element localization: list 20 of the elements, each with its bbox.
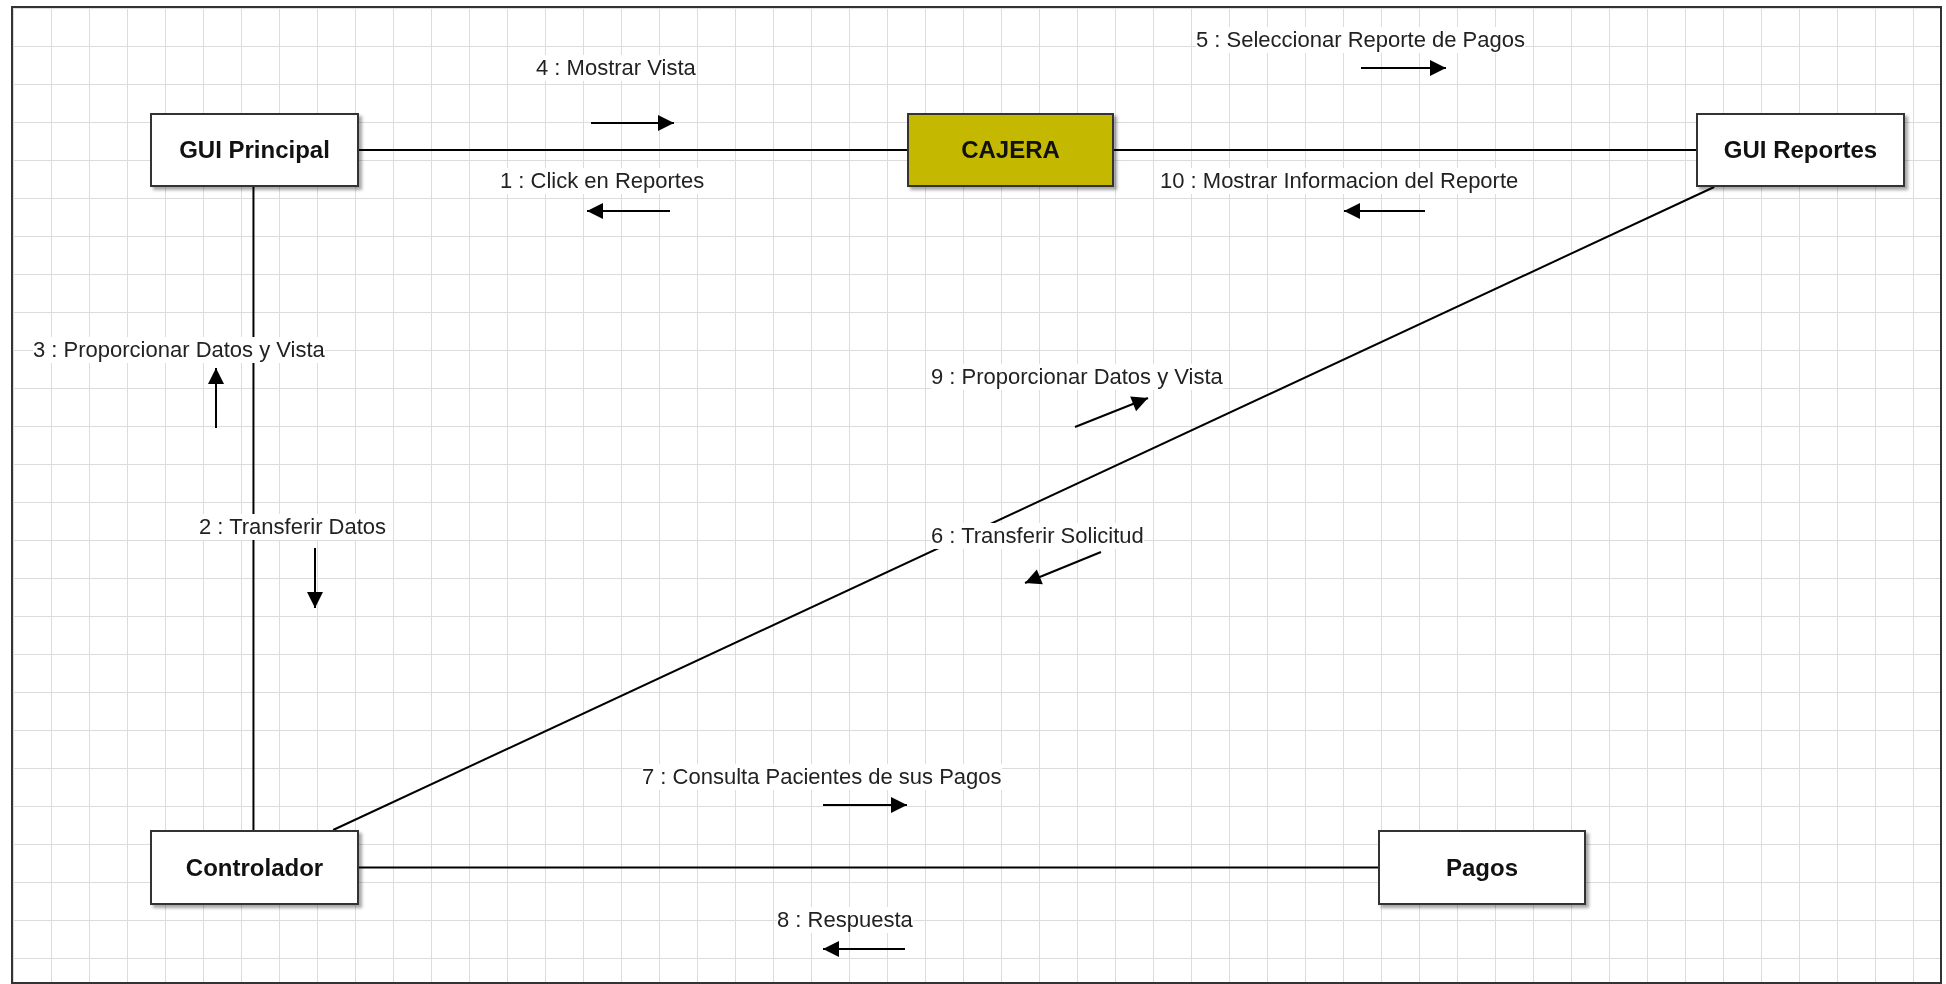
link-line — [358, 149, 908, 151]
message-label: 10 : Mostrar Informacion del Reporte — [1160, 168, 1519, 194]
message-label: 2 : Transferir Datos — [199, 514, 387, 540]
link-line — [252, 186, 255, 831]
object-box: GUI Principal — [150, 113, 359, 187]
message-label: 4 : Mostrar Vista — [536, 55, 696, 81]
link-line — [332, 186, 1716, 831]
message-label: 5 : Seleccionar Reporte de Pagos — [1196, 27, 1525, 53]
message-label: 1 : Click en Reportes — [500, 168, 705, 194]
object-box: CAJERA — [907, 113, 1114, 187]
message-label: 8 : Respuesta — [777, 907, 913, 933]
message-label: 3 : Proporcionar Datos y Vista — [33, 337, 325, 363]
message-label: 7 : Consulta Pacientes de sus Pagos — [642, 764, 1002, 790]
object-box: GUI Reportes — [1696, 113, 1905, 187]
link-line — [1113, 149, 1697, 151]
link-line — [358, 866, 1379, 869]
object-box: Pagos — [1378, 830, 1586, 905]
message-label: 9 : Proporcionar Datos y Vista — [931, 364, 1223, 390]
message-label: 6 : Transferir Solicitud — [931, 523, 1144, 549]
object-box: Controlador — [150, 830, 359, 905]
